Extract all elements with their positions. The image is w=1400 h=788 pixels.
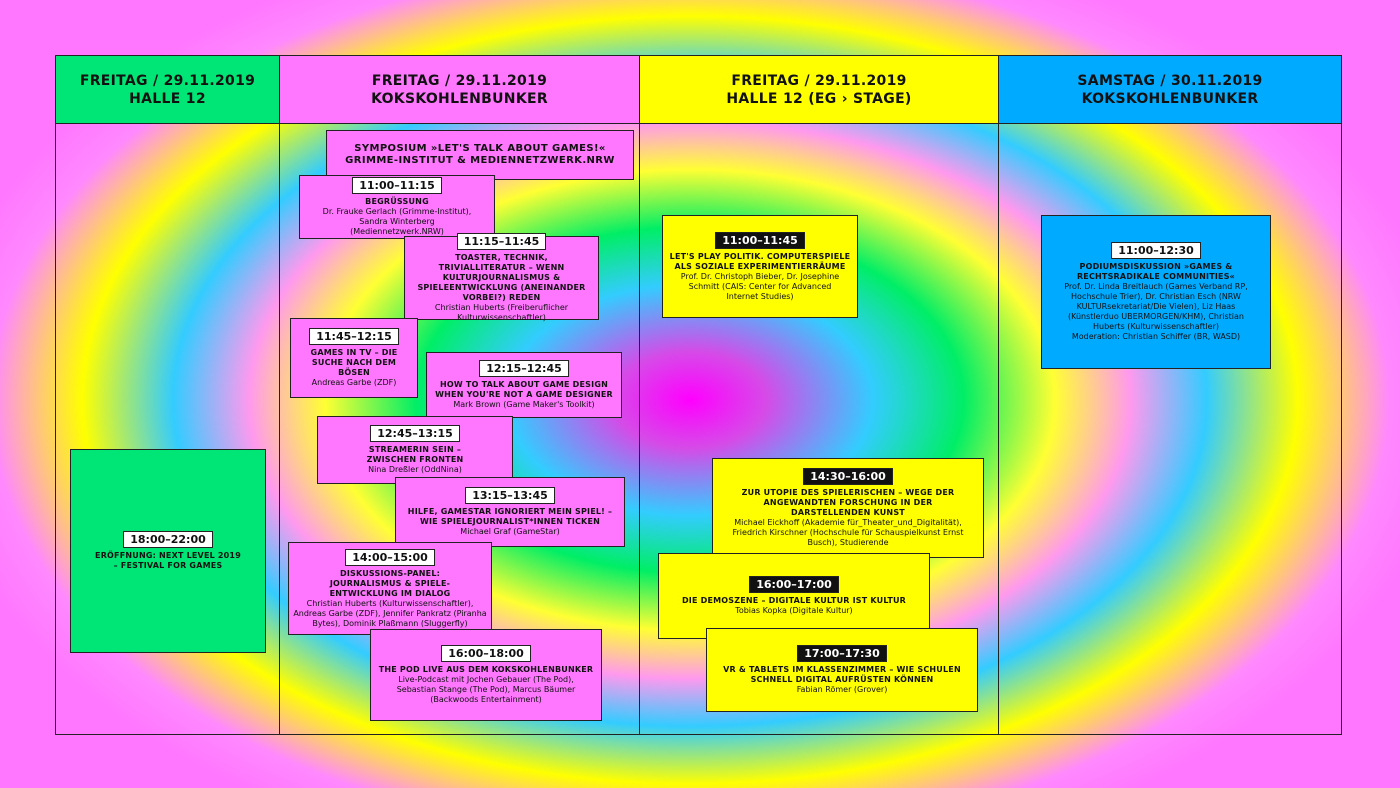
event-card-utopie[interactable]: 14:30–16:00 ZUR UTOPIE DES SPIELERISCHEN… bbox=[712, 458, 984, 558]
symposium-banner: SYMPOSIUM »LET'S TALK ABOUT GAMES!« GRIM… bbox=[326, 130, 634, 180]
event-speakers: Nina Dreßler (OddNina) bbox=[368, 465, 462, 474]
event-speakers: Christian Huberts (Freiberuflicher Kultu… bbox=[434, 303, 569, 322]
header-day: FREITAG / 29.11.2019 bbox=[731, 72, 907, 89]
event-speakers: Michael Eickhoff (Akademie für_Theater_u… bbox=[732, 518, 964, 547]
event-time: 12:45–13:15 bbox=[370, 425, 460, 442]
event-title: TOASTER, TECHNIK, TRIVIALLITERATUR – WEN… bbox=[417, 253, 586, 302]
column-kokskohlenbunker-saturday: SAMSTAG / 30.11.2019 KOKSKOHLENBUNKER 11… bbox=[999, 56, 1341, 734]
event-speakers: Live-Podcast mit Jochen Gebauer (The Pod… bbox=[396, 675, 576, 704]
event-time: 16:00–17:00 bbox=[749, 576, 839, 593]
event-title: GAMES IN TV – DIE SUCHE NACH DEM BÖSEN bbox=[310, 348, 398, 377]
event-card-the-pod[interactable]: 16:00–18:00 THE POD LIVE AUS DEM KOKSKOH… bbox=[370, 629, 602, 721]
column-kokskohlenbunker-friday: FREITAG / 29.11.2019 KOKSKOHLENBUNKER SY… bbox=[280, 56, 640, 734]
event-title: THE POD LIVE AUS DEM KOKSKOHLENBUNKER bbox=[378, 665, 594, 674]
event-title: LET'S PLAY POLITIK. COMPUTERSPIELE ALS S… bbox=[669, 251, 851, 271]
event-speakers: Prof. Dr. Linda Breitlauch (Games Verban… bbox=[1064, 282, 1248, 331]
column-header-saturday: SAMSTAG / 30.11.2019 KOKSKOHLENBUNKER bbox=[999, 56, 1341, 124]
event-title: HOW TO TALK ABOUT GAME DESIGN WHEN YOU'R… bbox=[435, 380, 613, 399]
event-time: 11:00–11:15 bbox=[352, 177, 442, 194]
event-speakers: Christian Huberts (Kulturwissenschaftler… bbox=[293, 598, 487, 628]
event-time: 12:15–12:45 bbox=[479, 360, 569, 377]
header-day: FREITAG / 29.11.2019 bbox=[79, 72, 256, 89]
event-time: 14:30–16:00 bbox=[803, 468, 893, 485]
schedule-grid: FREITAG / 29.11.2019 HALLE 12 18:00–22:0… bbox=[55, 55, 1342, 735]
column-halle-12: FREITAG / 29.11.2019 HALLE 12 18:00–22:0… bbox=[56, 56, 280, 734]
event-moderation: Moderation: Christian Schiffer (BR, WASD… bbox=[1071, 332, 1241, 341]
event-time: 18:00–22:00 bbox=[123, 531, 213, 548]
event-time: 11:45–12:15 bbox=[309, 328, 399, 345]
event-card-lets-play-politik[interactable]: 11:00–11:45 LET'S PLAY POLITIK. COMPUTER… bbox=[662, 215, 858, 318]
event-card-podiumsdiskussion[interactable]: 11:00–12:30 PODIUMSDISKUSSION »GAMES & R… bbox=[1041, 215, 1271, 369]
event-title: ERÖFFNUNG: NEXT LEVEL 2019 – FESTIVAL FO… bbox=[95, 551, 241, 570]
event-title: BEGRÜSSUNG bbox=[365, 197, 429, 206]
column-halle-12-stage: FREITAG / 29.11.2019 HALLE 12 (EG › STAG… bbox=[640, 56, 999, 734]
event-speakers: Michael Graf (GameStar) bbox=[460, 527, 560, 536]
event-title: PODIUMSDISKUSSION »GAMES & RECHTSRADIKAL… bbox=[1076, 262, 1236, 281]
header-venue: HALLE 12 (EG › STAGE) bbox=[726, 90, 912, 107]
event-speakers: Andreas Garbe (ZDF) bbox=[311, 378, 397, 387]
event-card-vr-tablets[interactable]: 17:00–17:30 VR & TABLETS IM KLASSENZIMME… bbox=[706, 628, 978, 712]
event-title: HILFE, GAMESTAR IGNORIERT MEIN SPIEL! – … bbox=[407, 507, 613, 526]
event-card-gamestar[interactable]: 13:15–13:45 HILFE, GAMESTAR IGNORIERT ME… bbox=[395, 477, 625, 547]
event-title: DIE DEMOSZENE – DIGITALE KULTUR IST KULT… bbox=[681, 596, 907, 605]
header-venue: KOKSKOHLENBUNKER bbox=[371, 90, 548, 107]
header-day: FREITAG / 29.11.2019 bbox=[371, 72, 548, 89]
column-header-kokskohlenbunker: FREITAG / 29.11.2019 KOKSKOHLENBUNKER bbox=[280, 56, 639, 124]
event-title: STREAMERIN SEIN – ZWISCHEN FRONTEN bbox=[366, 445, 464, 464]
event-speakers: Prof. Dr. Christoph Bieber, Dr. Josephin… bbox=[680, 271, 840, 301]
header-venue: KOKSKOHLENBUNKER bbox=[1081, 90, 1259, 107]
event-card-streamerin[interactable]: 12:45–13:15 STREAMERIN SEIN – ZWISCHEN F… bbox=[317, 416, 513, 484]
event-speakers: Dr. Frauke Gerlach (Grimme-Institut), Sa… bbox=[322, 207, 472, 236]
header-day: SAMSTAG / 30.11.2019 bbox=[1077, 72, 1263, 89]
event-time: 16:00–18:00 bbox=[441, 645, 531, 662]
event-time: 17:00–17:30 bbox=[797, 645, 887, 662]
event-time: 11:15–11:45 bbox=[456, 233, 547, 250]
symposium-organizers: GRIMME-INSTITUT & MEDIENNETZWERK.NRW bbox=[345, 155, 615, 166]
event-time: 11:00–12:30 bbox=[1111, 242, 1201, 259]
event-title: DISKUSSIONS-PANEL: JOURNALISMUS & SPIELE… bbox=[329, 568, 451, 598]
event-title: ZUR UTOPIE DES SPIELERISCHEN – WEGE DER … bbox=[741, 488, 955, 517]
event-speakers: Fabian Römer (Grover) bbox=[796, 685, 888, 694]
event-card-diskussions-panel[interactable]: 14:00–15:00 DISKUSSIONS-PANEL: JOURNALIS… bbox=[288, 542, 492, 635]
event-speakers: Tobias Kopka (Digitale Kultur) bbox=[735, 606, 853, 615]
event-card-games-in-tv[interactable]: 11:45–12:15 GAMES IN TV – DIE SUCHE NACH… bbox=[290, 318, 418, 398]
event-speakers: Mark Brown (Game Maker's Toolkit) bbox=[453, 400, 595, 409]
column-header-halle-12-stage: FREITAG / 29.11.2019 HALLE 12 (EG › STAG… bbox=[640, 56, 998, 124]
column-header-halle-12: FREITAG / 29.11.2019 HALLE 12 bbox=[56, 56, 279, 124]
symposium-title: SYMPOSIUM »LET'S TALK ABOUT GAMES!« bbox=[354, 143, 606, 154]
event-card-toaster[interactable]: 11:15–11:45 TOASTER, TECHNIK, TRIVIALLIT… bbox=[404, 233, 599, 322]
event-card-game-design[interactable]: 12:15–12:45 HOW TO TALK ABOUT GAME DESIG… bbox=[426, 352, 622, 418]
event-title: VR & TABLETS IM KLASSENZIMMER – WIE SCHU… bbox=[723, 665, 961, 684]
header-venue: HALLE 12 bbox=[129, 90, 206, 107]
event-time: 14:00–15:00 bbox=[345, 548, 435, 566]
event-card-opening[interactable]: 18:00–22:00 ERÖFFNUNG: NEXT LEVEL 2019 –… bbox=[70, 449, 266, 653]
event-time: 11:00–11:45 bbox=[715, 231, 805, 249]
event-card-demoszene[interactable]: 16:00–17:00 DIE DEMOSZENE – DIGITALE KUL… bbox=[658, 553, 930, 639]
event-card-begruessung[interactable]: 11:00–11:15 BEGRÜSSUNG Dr. Frauke Gerlac… bbox=[299, 175, 495, 239]
event-time: 13:15–13:45 bbox=[465, 487, 555, 504]
